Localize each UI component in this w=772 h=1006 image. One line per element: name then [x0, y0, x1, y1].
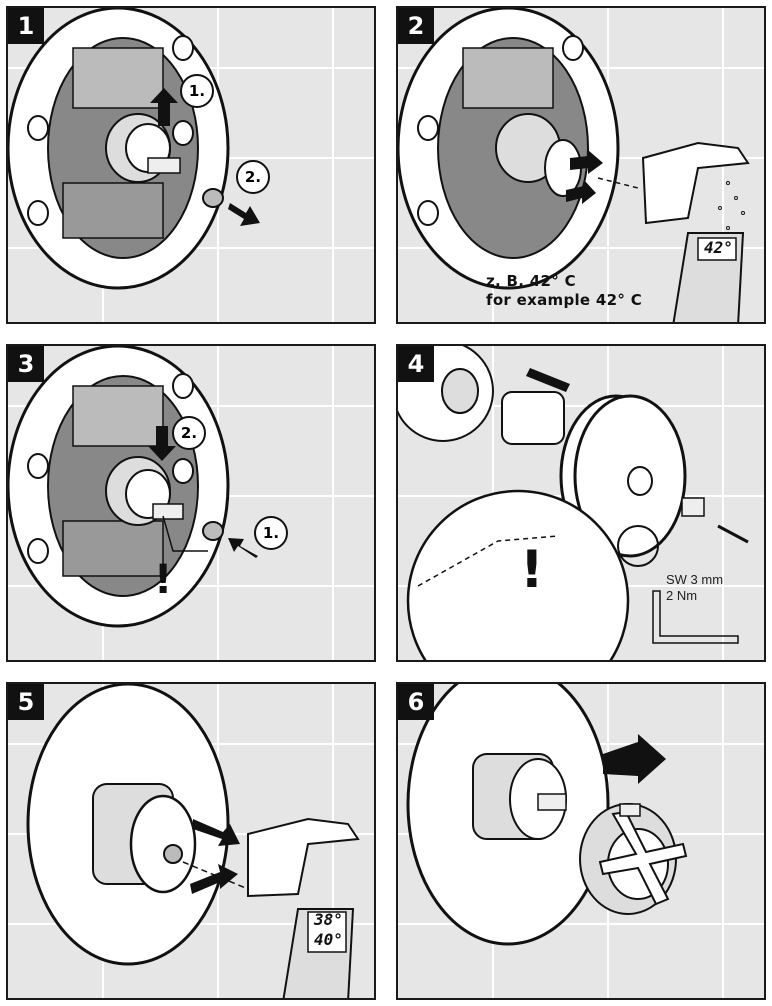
step-number-badge: 3 [8, 346, 44, 382]
sub-step-2-label: 2. [236, 160, 270, 194]
sub-step-1-label: 1. [254, 516, 288, 550]
step-number-badge: 2 [398, 8, 434, 44]
step-6-panel: 6 [396, 682, 766, 1000]
step-6-illustration [398, 684, 764, 998]
step-number-badge: 4 [398, 346, 434, 382]
caption-english: for example 42° C [486, 291, 643, 309]
step-number-badge: 5 [8, 684, 44, 720]
step-number-badge: 1 [8, 8, 44, 44]
step-5-panel: 5 38° 40° [6, 682, 376, 1000]
tool-size-label: SW 3 mm [666, 572, 724, 587]
step-3-panel: 3 2. 1. ! [6, 344, 376, 662]
sub-step-1-label: 1. [180, 74, 214, 108]
step-3-illustration [8, 346, 374, 660]
thermometer-display: 42° [704, 238, 733, 257]
step-2-panel: 2 42° z. B. 42° C for example 42° C [396, 6, 766, 324]
step-4-panel: 4 ! SW 3 mm 2 Nm [396, 344, 766, 662]
step-4-illustration [398, 346, 764, 660]
step-number-badge: 6 [398, 684, 434, 720]
thermometer-display-bottom: 40° [314, 930, 343, 949]
caption-german: z. B. 42° C [486, 272, 576, 290]
thermometer-display-top: 38° [314, 910, 343, 929]
warning-mark: ! [520, 540, 545, 600]
step-1-panel: 1 1. 2. [6, 6, 376, 324]
sub-step-2-label: 2. [172, 416, 206, 450]
warning-mark: ! [154, 557, 173, 603]
torque-label: 2 Nm [666, 588, 698, 603]
step-2-illustration [398, 8, 764, 322]
step-1-illustration [8, 8, 374, 322]
step-5-illustration [8, 684, 374, 998]
